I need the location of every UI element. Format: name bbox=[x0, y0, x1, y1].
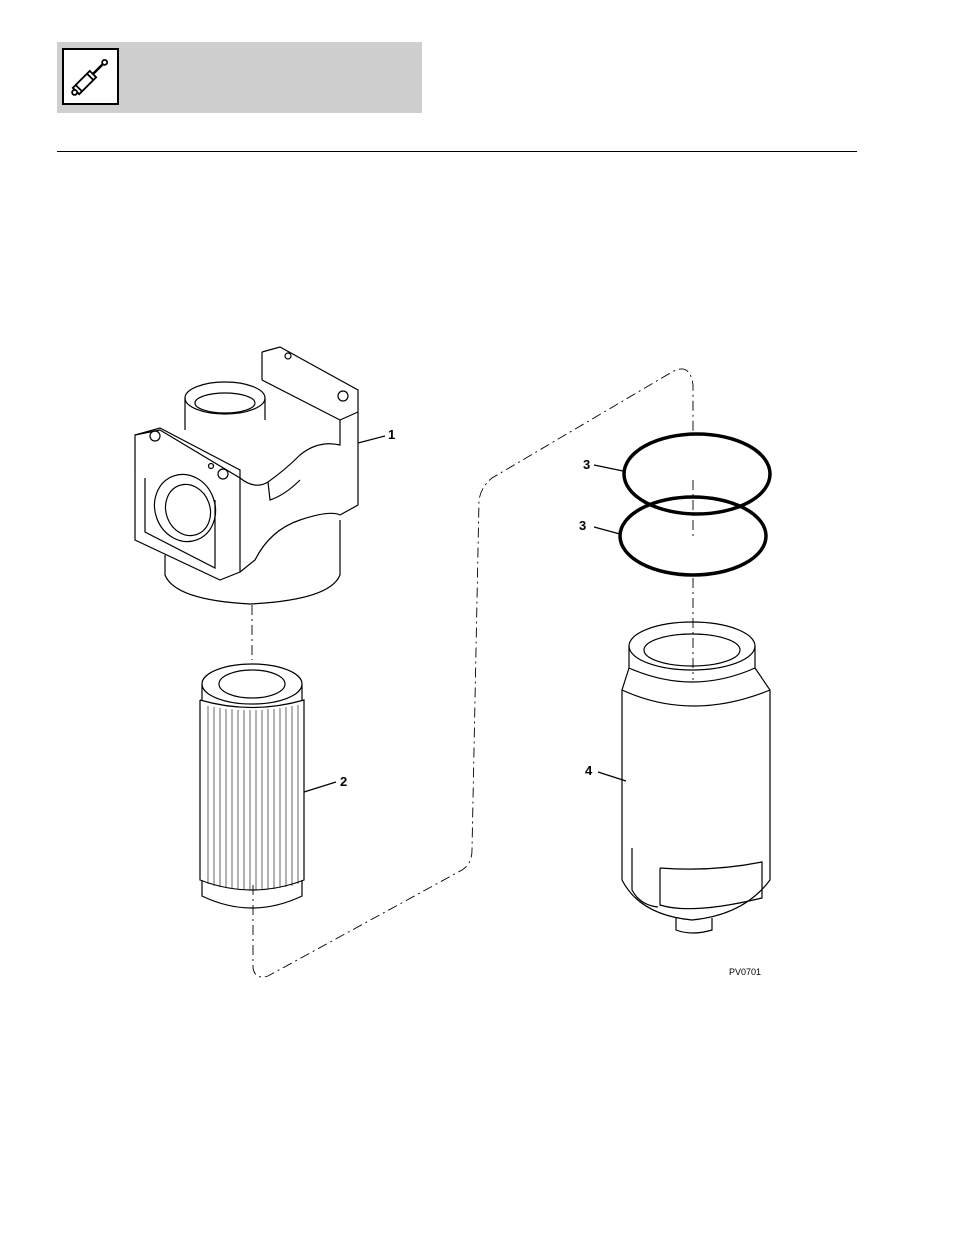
callout-2: 2 bbox=[340, 775, 347, 788]
leader-3-lower bbox=[594, 527, 620, 534]
leader-1 bbox=[358, 436, 385, 443]
filter-bowl-part bbox=[622, 622, 770, 933]
leader-2 bbox=[304, 782, 336, 792]
o-ring-upper bbox=[624, 434, 770, 514]
figure-code: PV0701 bbox=[729, 968, 761, 977]
filter-head-part bbox=[135, 347, 358, 604]
leader-3-upper bbox=[594, 465, 623, 471]
callout-3-lower: 3 bbox=[579, 519, 586, 532]
callout-4: 4 bbox=[585, 764, 592, 777]
filter-element-part bbox=[200, 664, 304, 908]
callout-3-upper: 3 bbox=[583, 458, 590, 471]
callout-1: 1 bbox=[388, 428, 395, 441]
